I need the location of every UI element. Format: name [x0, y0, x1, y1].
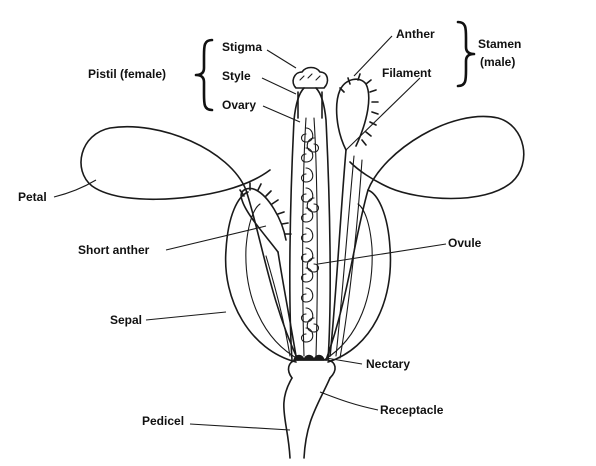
label-receptacle: Receptacle — [380, 403, 444, 417]
stigma-shape — [292, 66, 329, 89]
sepal-right — [323, 189, 392, 363]
label-pistil: Pistil (female) — [88, 67, 166, 81]
nectary-shape — [293, 354, 325, 361]
style-shape — [297, 91, 323, 119]
label-ovary: Ovary — [222, 98, 256, 112]
label-filament: Filament — [382, 66, 431, 80]
label-stamen: Stamen — [478, 37, 521, 51]
label-pedicel: Pedicel — [142, 414, 184, 428]
label-anther: Anther — [396, 27, 435, 41]
label-sepal: Sepal — [110, 313, 142, 327]
stamen-brace — [456, 20, 476, 88]
leader-lines — [53, 35, 447, 431]
label-nectary: Nectary — [366, 357, 410, 371]
label-ovule: Ovule — [448, 236, 482, 250]
label-style: Style — [222, 69, 251, 83]
label-petal: Petal — [18, 190, 47, 204]
label-short-anther: Short anther — [78, 243, 150, 257]
label-stamen-male: (male) — [480, 55, 515, 69]
petal-left — [80, 126, 299, 361]
pedicel-shape — [283, 377, 331, 459]
petal-right — [325, 115, 525, 361]
ovules — [300, 127, 320, 343]
filament-shapes — [329, 149, 363, 359]
label-stigma: Stigma — [222, 40, 262, 54]
pistil-brace — [194, 38, 214, 112]
sepal-left — [224, 191, 301, 363]
